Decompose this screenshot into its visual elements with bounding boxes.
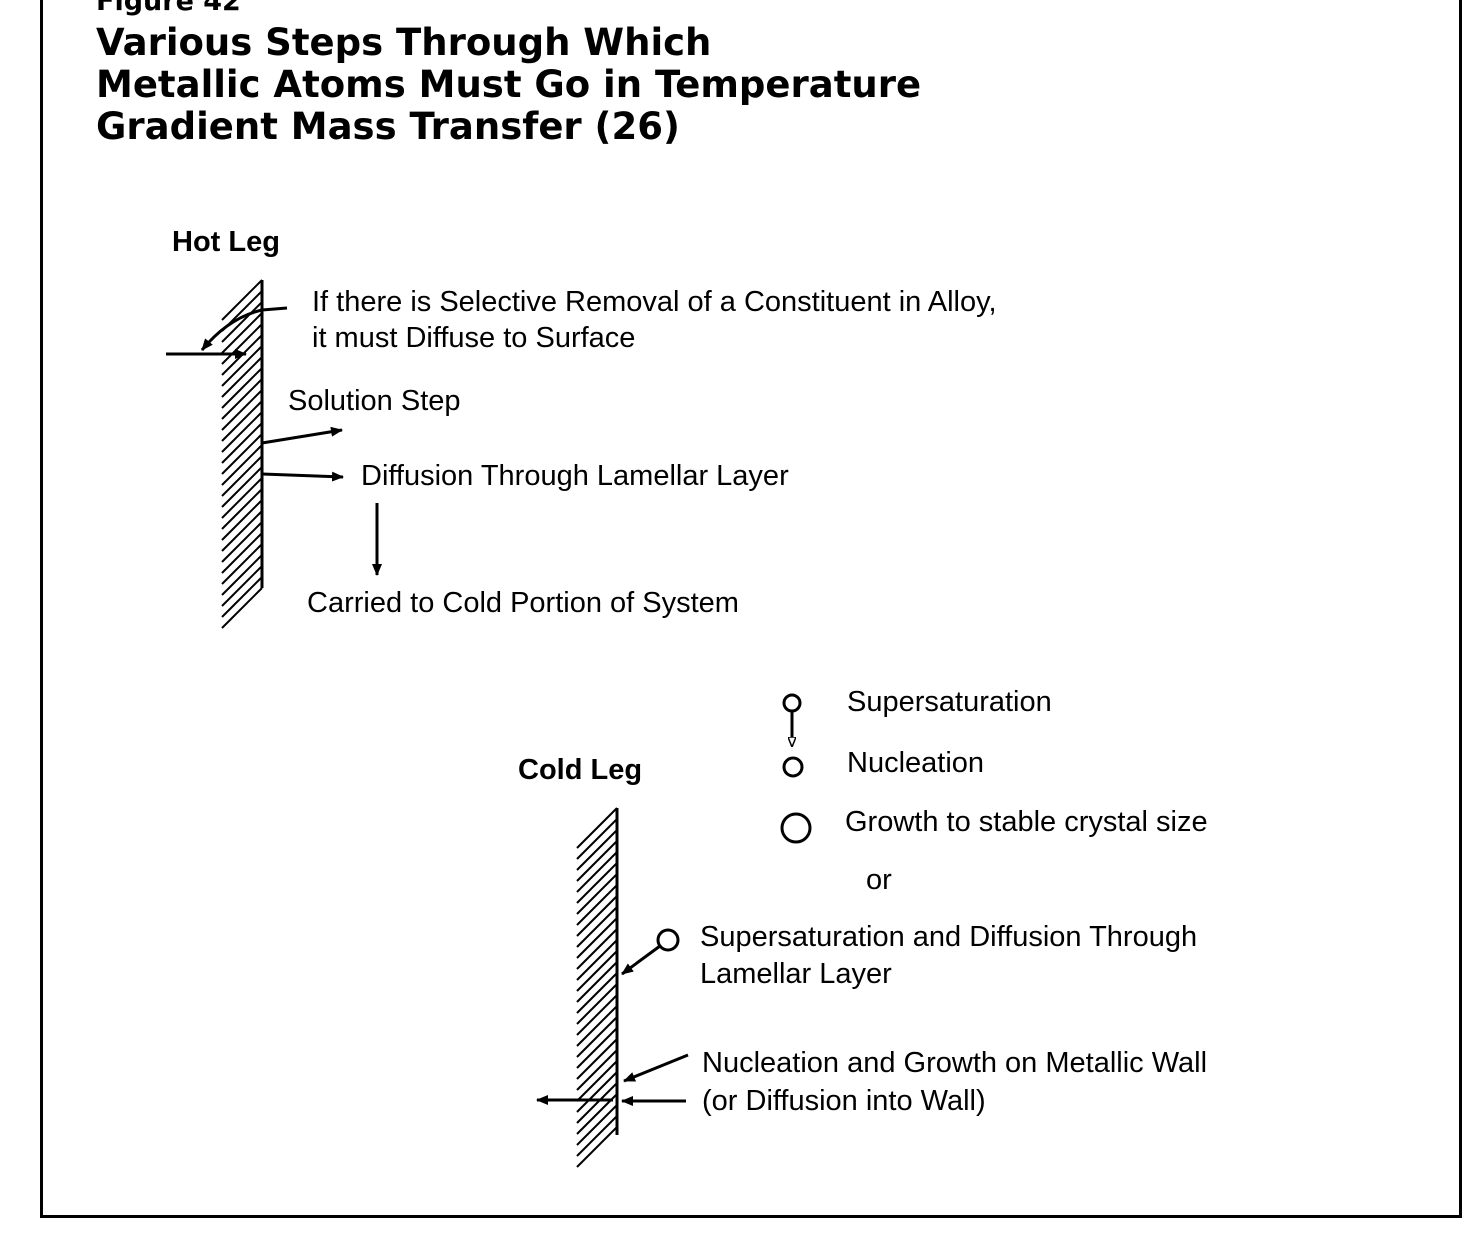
hatch-stroke (576, 983, 618, 1025)
stable-crystal-icon (780, 812, 812, 844)
hatch-stroke (221, 433, 263, 475)
hatch-stroke (576, 928, 618, 970)
diffusion-lamellar-label: Diffusion Through Lamellar Layer (361, 460, 789, 492)
selective-removal-label-line-1: If there is Selective Removal of a Const… (312, 286, 997, 318)
hatch-stroke (221, 532, 263, 574)
supersat-diffusion-label-line-2: Lamellar Layer (700, 958, 892, 990)
hatch-stroke (221, 422, 263, 464)
supersaturation-atom-icon (782, 693, 802, 713)
hatch-stroke (221, 444, 263, 486)
hatch-stroke (221, 488, 263, 530)
carried-to-cold-label: Carried to Cold Portion of System (307, 587, 739, 619)
nucleation-cluster-icon (782, 756, 804, 778)
nucleation-wall-label-line-2: (or Diffusion into Wall) (702, 1085, 986, 1117)
figure-frame (40, 0, 1462, 1218)
supersaturation-label: Supersaturation (847, 686, 1052, 718)
hatch-stroke (576, 1016, 618, 1058)
hatch-stroke (221, 301, 263, 343)
hatch-stroke (221, 411, 263, 453)
hatch-stroke (221, 477, 263, 519)
hatch-stroke (221, 521, 263, 563)
hatch-stroke (221, 323, 263, 365)
hatch-stroke (576, 972, 618, 1014)
hatch-stroke (576, 807, 618, 849)
hatch-stroke (221, 279, 263, 321)
hatch-stroke (576, 1005, 618, 1047)
hatch-stroke (576, 906, 618, 948)
diffusing-atom-icon (656, 928, 680, 952)
hatch-stroke (576, 895, 618, 937)
hatch-stroke (576, 1038, 618, 1080)
hatch-stroke (221, 356, 263, 398)
hatch-stroke (576, 1126, 618, 1168)
hot-leg-heading: Hot Leg (172, 226, 280, 258)
nucleation-wall-label-line-1: Nucleation and Growth on Metallic Wall (702, 1047, 1207, 1079)
hatch-stroke (576, 1082, 618, 1124)
hatch-stroke (221, 510, 263, 552)
hatch-stroke (576, 1104, 618, 1146)
hatch-stroke (221, 499, 263, 541)
hatch-stroke (576, 917, 618, 959)
hot-leg-wall (221, 279, 264, 629)
hatch-stroke (221, 576, 263, 618)
hatch-stroke (576, 873, 618, 915)
hatch-stroke (221, 554, 263, 596)
hatch-stroke (221, 587, 263, 629)
hatch-stroke (576, 1115, 618, 1157)
hatch-stroke (221, 378, 263, 420)
hatch-stroke (576, 961, 618, 1003)
cold-leg-wall (576, 807, 619, 1168)
or-label: or (866, 864, 892, 896)
hatch-stroke (576, 862, 618, 904)
hatch-stroke (576, 1071, 618, 1113)
selective-removal-label-line-2: it must Diffuse to Surface (312, 322, 635, 354)
hatch-stroke (221, 565, 263, 607)
selective-removal-curved-arrow (200, 306, 288, 351)
nucleation-label: Nucleation (847, 747, 984, 779)
hatch-stroke (221, 543, 263, 585)
hatch-stroke (221, 367, 263, 409)
hatch-stroke (576, 1049, 618, 1091)
nucleation-on-wall-arrow (623, 1053, 689, 1083)
supersat-diffusion-label-line-1: Supersaturation and Diffusion Through (700, 921, 1197, 953)
hatch-stroke (576, 829, 618, 871)
hatch-stroke (221, 312, 263, 354)
hatch-stroke (221, 400, 263, 442)
cold-leg-wall-hatching (576, 807, 618, 1168)
hatch-stroke (576, 840, 618, 882)
hatch-stroke (221, 389, 263, 431)
hatch-stroke (576, 994, 618, 1036)
figure-title-line-1: Various Steps Through Which (96, 21, 712, 64)
solution-step-arrow (261, 426, 343, 445)
hatch-stroke (576, 950, 618, 992)
figure-title-line-2: Metallic Atoms Must Go in Temperature (96, 63, 922, 106)
diffusion-lamellar-arrow (261, 471, 344, 482)
hatch-stroke (221, 455, 263, 497)
figure-label: Figure 42 (96, 0, 241, 17)
figure-title-line-3: Gradient Mass Transfer (26) (96, 105, 680, 148)
hatch-stroke (576, 884, 618, 926)
hatch-stroke (576, 1060, 618, 1102)
hatch-stroke (576, 851, 618, 893)
hatch-stroke (576, 1027, 618, 1069)
hatch-stroke (221, 466, 263, 508)
hatch-stroke (576, 818, 618, 860)
hatch-stroke (576, 939, 618, 981)
growth-label: Growth to stable crystal size (845, 806, 1208, 838)
solution-step-label: Solution Step (288, 385, 461, 417)
hatch-stroke (221, 345, 263, 387)
cold-leg-heading: Cold Leg (518, 754, 642, 786)
hot-leg-wall-hatching (221, 279, 263, 629)
diffusion-to-wall-arrow (621, 944, 661, 976)
